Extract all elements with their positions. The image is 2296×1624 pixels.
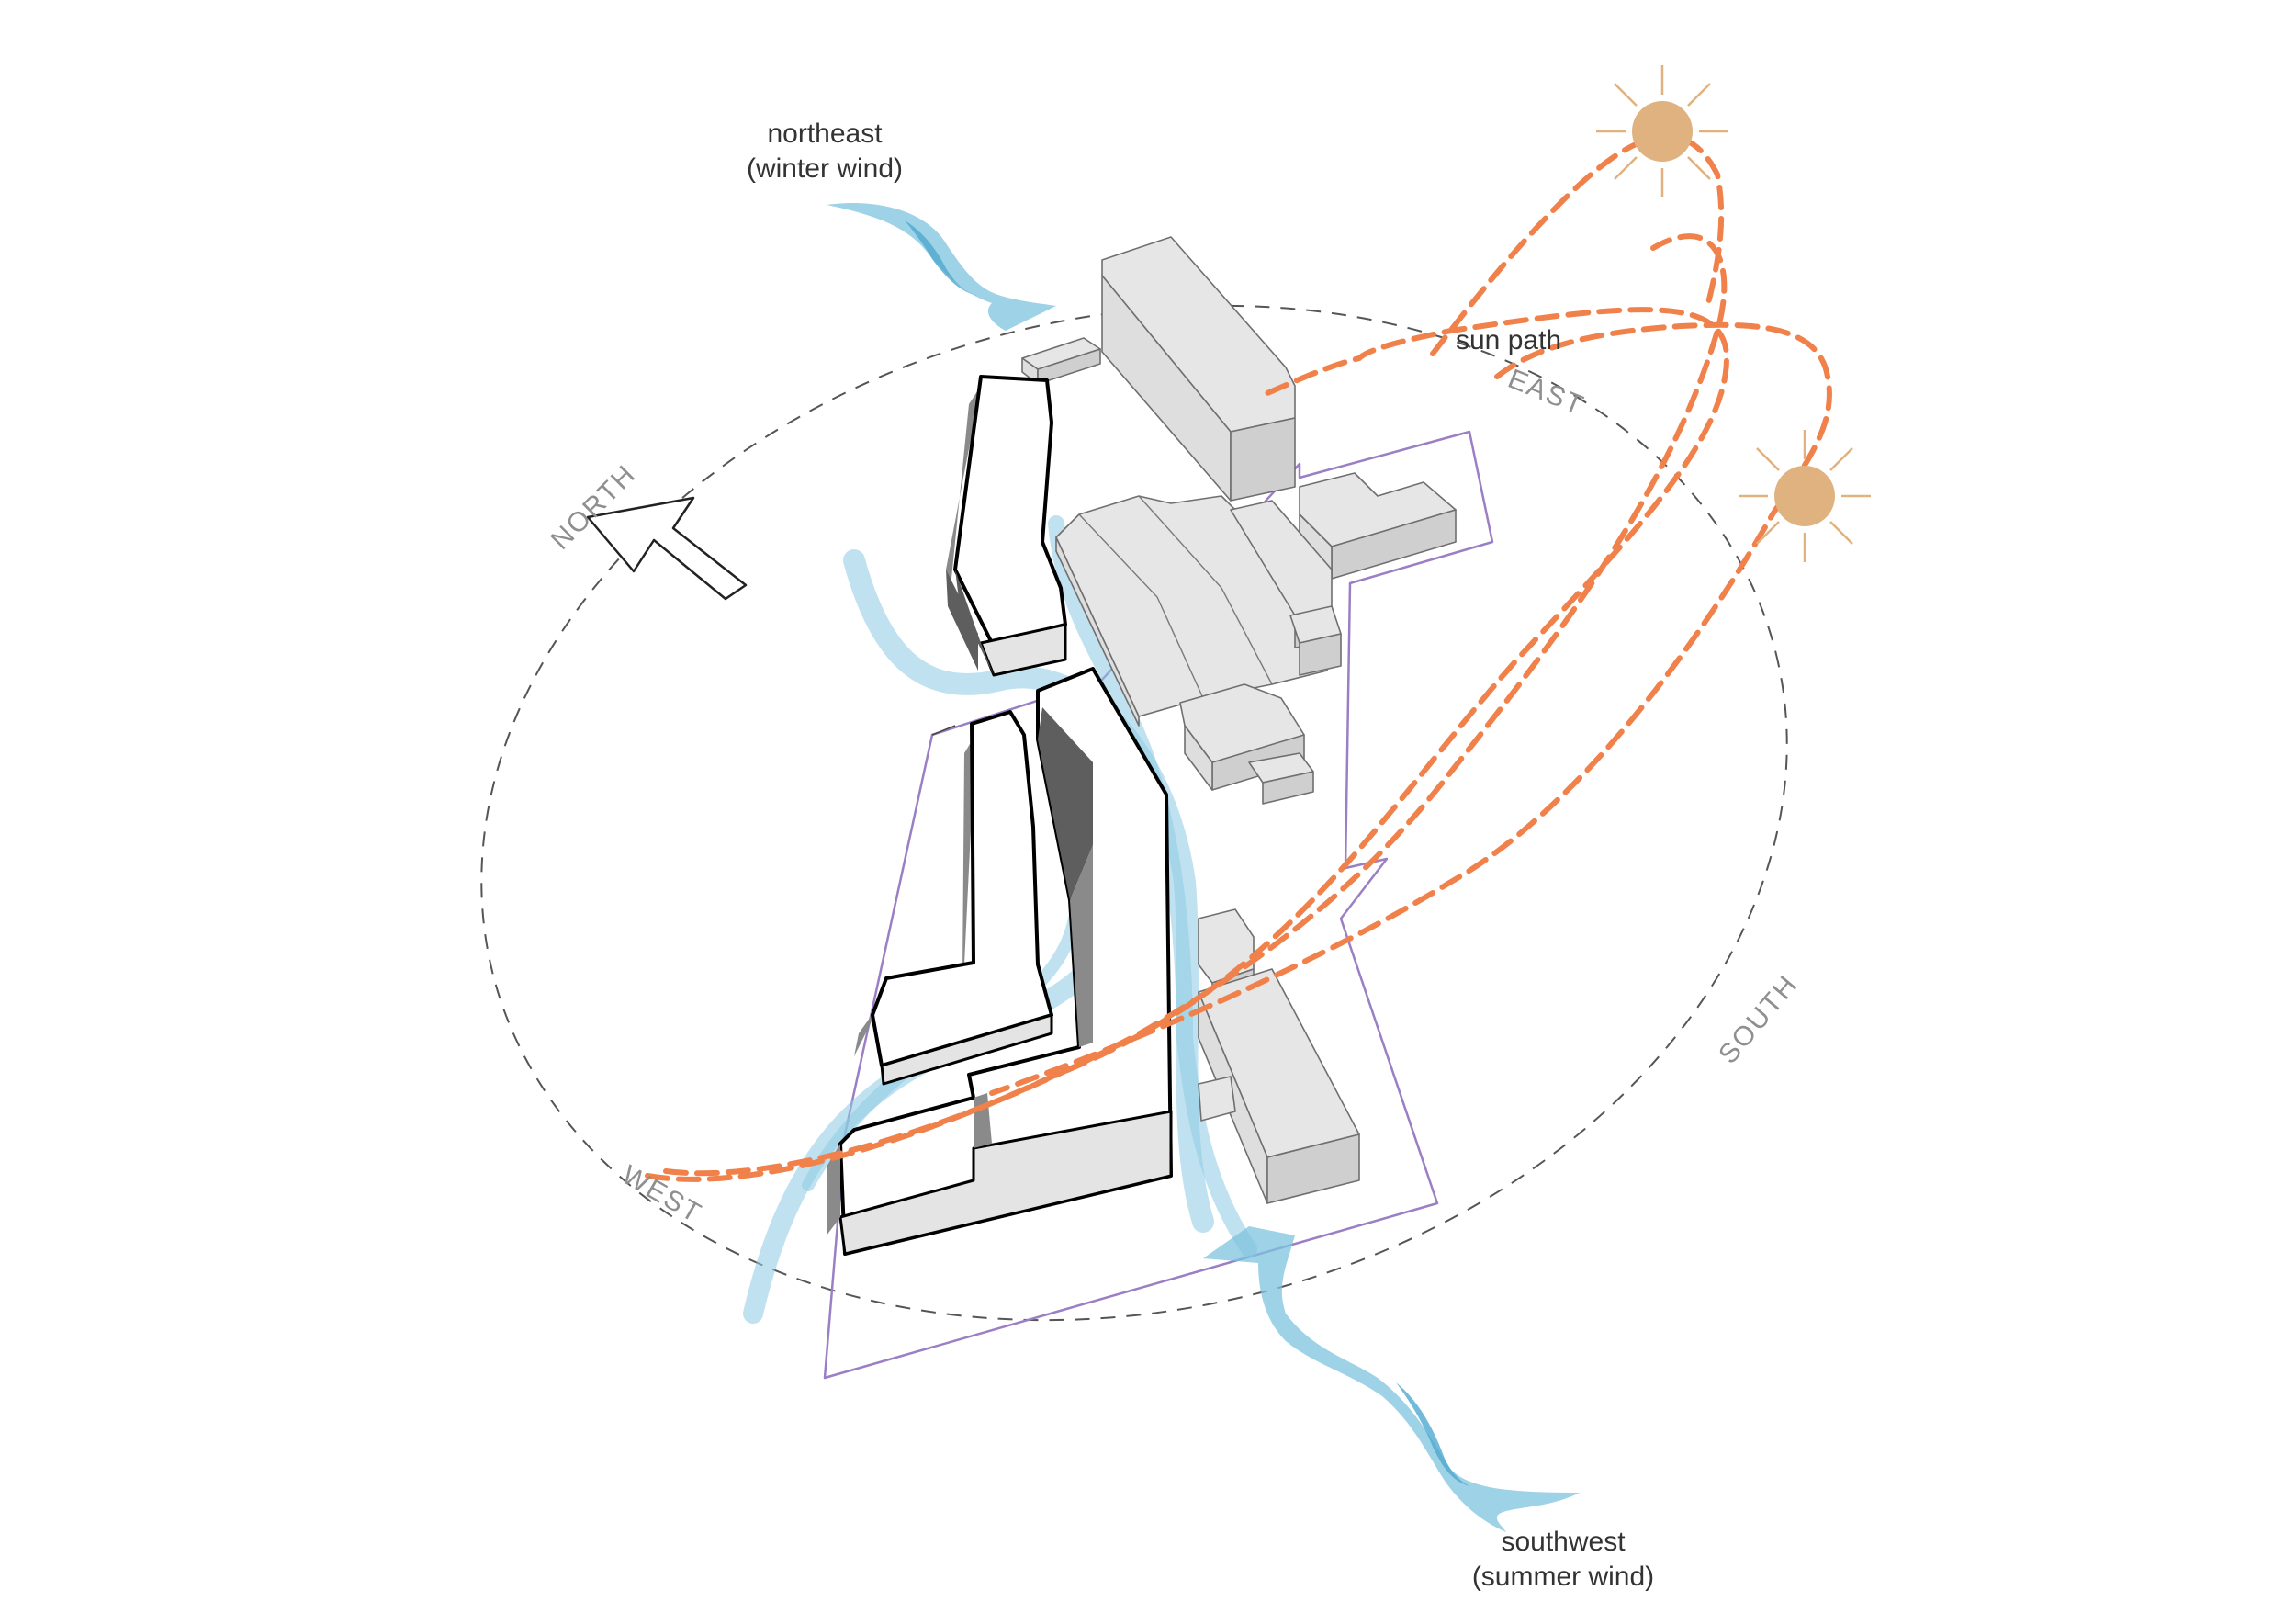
sun-icon bbox=[1739, 430, 1871, 562]
compass-orbit bbox=[480, 304, 1788, 1322]
northeast-sub-label: (winter wind) bbox=[747, 153, 903, 184]
compass-west-label: WEST bbox=[617, 1159, 707, 1229]
southwest-label: southwest bbox=[1501, 1527, 1626, 1557]
compass-east-label: EAST bbox=[1503, 364, 1588, 422]
existing-buildings bbox=[1021, 236, 1457, 1204]
compass-south-label: SOUTH bbox=[1713, 969, 1804, 1069]
sun-path-label: sun path bbox=[1456, 325, 1561, 355]
sun-icon bbox=[1596, 65, 1728, 197]
southwest-wind-ribbon bbox=[1203, 1226, 1580, 1532]
sun-paths bbox=[645, 133, 1832, 1182]
site-boundary bbox=[823, 430, 1494, 1380]
proposed-north-slab bbox=[953, 375, 1067, 645]
northeast-wind-ribbon bbox=[827, 203, 1056, 331]
southwest-sub-label: (summer wind) bbox=[1472, 1562, 1654, 1592]
north-arrow-icon bbox=[586, 496, 748, 601]
northeast-label: northeast bbox=[767, 118, 883, 149]
proposed-buildings bbox=[827, 375, 1173, 1256]
